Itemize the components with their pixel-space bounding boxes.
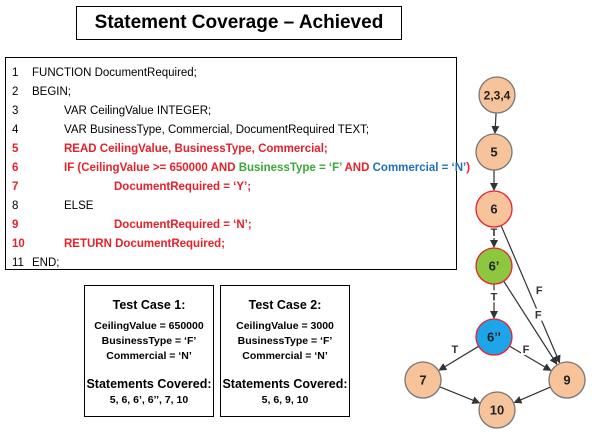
graph-node-label: 10 <box>490 403 504 418</box>
code-segment: ELSE <box>64 200 94 212</box>
graph-node-n7 <box>404 361 442 399</box>
graph-node-n234 <box>478 76 516 114</box>
test-case-2-box: Test Case 2: CeilingValue = 3000 Busines… <box>220 285 350 417</box>
code-line-number: 4 <box>12 124 19 136</box>
edge-label: T <box>491 227 498 239</box>
test-case-1-covered-label: Statements Covered: <box>86 377 212 391</box>
code-line-text: FUNCTION DocumentRequired; <box>32 66 197 80</box>
edge-n6b-n9 <box>509 345 552 371</box>
code-line-number: 11 <box>12 257 24 269</box>
edge-label: F <box>535 310 542 322</box>
test-case-2-covered-label: Statements Covered: <box>222 377 348 391</box>
test-case-2-line: CeilingValue = 3000 <box>236 320 334 332</box>
edge-label-background <box>489 290 499 303</box>
test-case-1-box: Test Case 1: CeilingValue = 650000 Busin… <box>84 285 214 417</box>
code-line-text: READ CeilingValue, BusinessType, Commerc… <box>64 142 328 156</box>
test-case-1-line: BusinessType = ‘F’ <box>101 335 197 347</box>
code-line-text: DocumentRequired = ‘N’; <box>114 218 252 232</box>
code-line-number: 2 <box>12 86 19 98</box>
code-listing: 1 FUNCTION DocumentRequired; 2 BEGIN; 3 VAR C… <box>5 57 470 270</box>
edge-n6a-n9 <box>503 280 558 365</box>
edge-n9-n10 <box>513 386 551 404</box>
test-case-1-line: CeilingValue = 650000 <box>94 320 204 332</box>
edge-n7-n10 <box>439 386 481 404</box>
code-segment: IF (CeilingValue >= 650000 AND <box>64 162 239 174</box>
graph-node-n6b <box>475 318 513 356</box>
code-line-number: 8 <box>12 200 19 212</box>
code-line-number: 10 <box>12 238 25 250</box>
edge-label: F <box>536 285 543 297</box>
test-case-2-covered: 5, 6, 9, 10 <box>261 394 309 406</box>
code-segment: FUNCTION DocumentRequired; <box>32 67 197 79</box>
graph-node-label: 6’ <box>489 259 500 274</box>
edge-n6b-n7 <box>438 345 479 371</box>
test-case-1-title: Test Case 1: <box>112 298 186 312</box>
code-line-number: 7 <box>12 181 19 193</box>
code-segment: VAR BusinessType, Commercial, DocumentRe… <box>64 124 370 136</box>
graph-node-n10 <box>478 391 516 429</box>
code-segment: BusinessType = ‘F’ <box>238 162 342 174</box>
test-case-1-line: Commercial = ‘N’ <box>106 350 192 362</box>
code-line-text: END; <box>32 256 59 270</box>
code-segment: Commercial = ‘N’ <box>372 162 467 174</box>
graph-node-label: 9 <box>563 373 570 388</box>
code-line-number: 9 <box>12 219 19 231</box>
code-segment: END; <box>32 257 60 269</box>
code-line-text: IF (CeilingValue >= 650000 AND BusinessT… <box>64 161 470 175</box>
edge-label: T <box>452 344 459 356</box>
code-segment: DocumentRequired = ‘Y’; <box>114 181 252 193</box>
code-segment: VAR CeilingValue INTEGER; <box>64 105 212 117</box>
test-case-2-line: Commercial = ‘N’ <box>242 350 328 362</box>
edge-label-background <box>449 343 460 356</box>
graph-node-label: 2,3,4 <box>484 89 511 103</box>
code-line-number: 6 <box>12 162 19 174</box>
edge-label: F <box>523 344 530 356</box>
edge-label-background <box>533 308 544 321</box>
code-segment: BEGIN; <box>32 86 71 98</box>
edge-label-background <box>521 343 532 356</box>
test-case-1-covered: 5, 6, 6’, 6’’, 7, 10 <box>109 394 189 406</box>
code-line-text: RETURN DocumentRequired; <box>64 237 225 251</box>
code-line-text: VAR CeilingValue INTEGER; <box>64 104 211 118</box>
code-segment: ) <box>466 162 471 174</box>
graph-node-label: 6 <box>490 202 497 217</box>
graph-node-n5 <box>475 133 513 171</box>
code-line-text: ELSE <box>64 199 93 213</box>
code-line-number: 3 <box>12 105 19 117</box>
graph-node-label: 6’’ <box>487 330 501 345</box>
edge-label-background <box>534 284 545 297</box>
test-case-2-title: Test Case 2: <box>248 298 322 312</box>
edge-label: T <box>491 291 498 303</box>
page-title-text: Statement Coverage – Achieved <box>94 12 384 33</box>
code-segment: DocumentRequired = ‘N’; <box>114 219 252 231</box>
code-line-text: BEGIN; <box>32 85 71 99</box>
edge-label-background <box>489 226 499 238</box>
graph-node-n9 <box>548 361 586 399</box>
graph-node-label: 7 <box>419 373 426 388</box>
code-segment: AND <box>341 162 373 174</box>
graph-node-n6 <box>475 190 513 228</box>
edge-n234-n5 <box>491 112 500 135</box>
test-case-2-line: BusinessType = ‘F’ <box>237 335 333 347</box>
graph-node-label: 5 <box>490 145 497 160</box>
code-line-number: 5 <box>12 143 19 155</box>
page-title: Statement Coverage – Achieved <box>76 6 402 40</box>
code-line-text: DocumentRequired = ‘Y’; <box>114 180 251 194</box>
graph-node-n6a <box>475 247 513 285</box>
code-line-text: VAR BusinessType, Commercial, DocumentRe… <box>64 123 369 137</box>
code-segment: RETURN DocumentRequired; <box>64 238 226 250</box>
code-line-number: 1 <box>12 67 19 79</box>
edge-n6-n9 <box>500 225 561 364</box>
code-segment: READ CeilingValue, BusinessType, Commerc… <box>64 143 328 155</box>
